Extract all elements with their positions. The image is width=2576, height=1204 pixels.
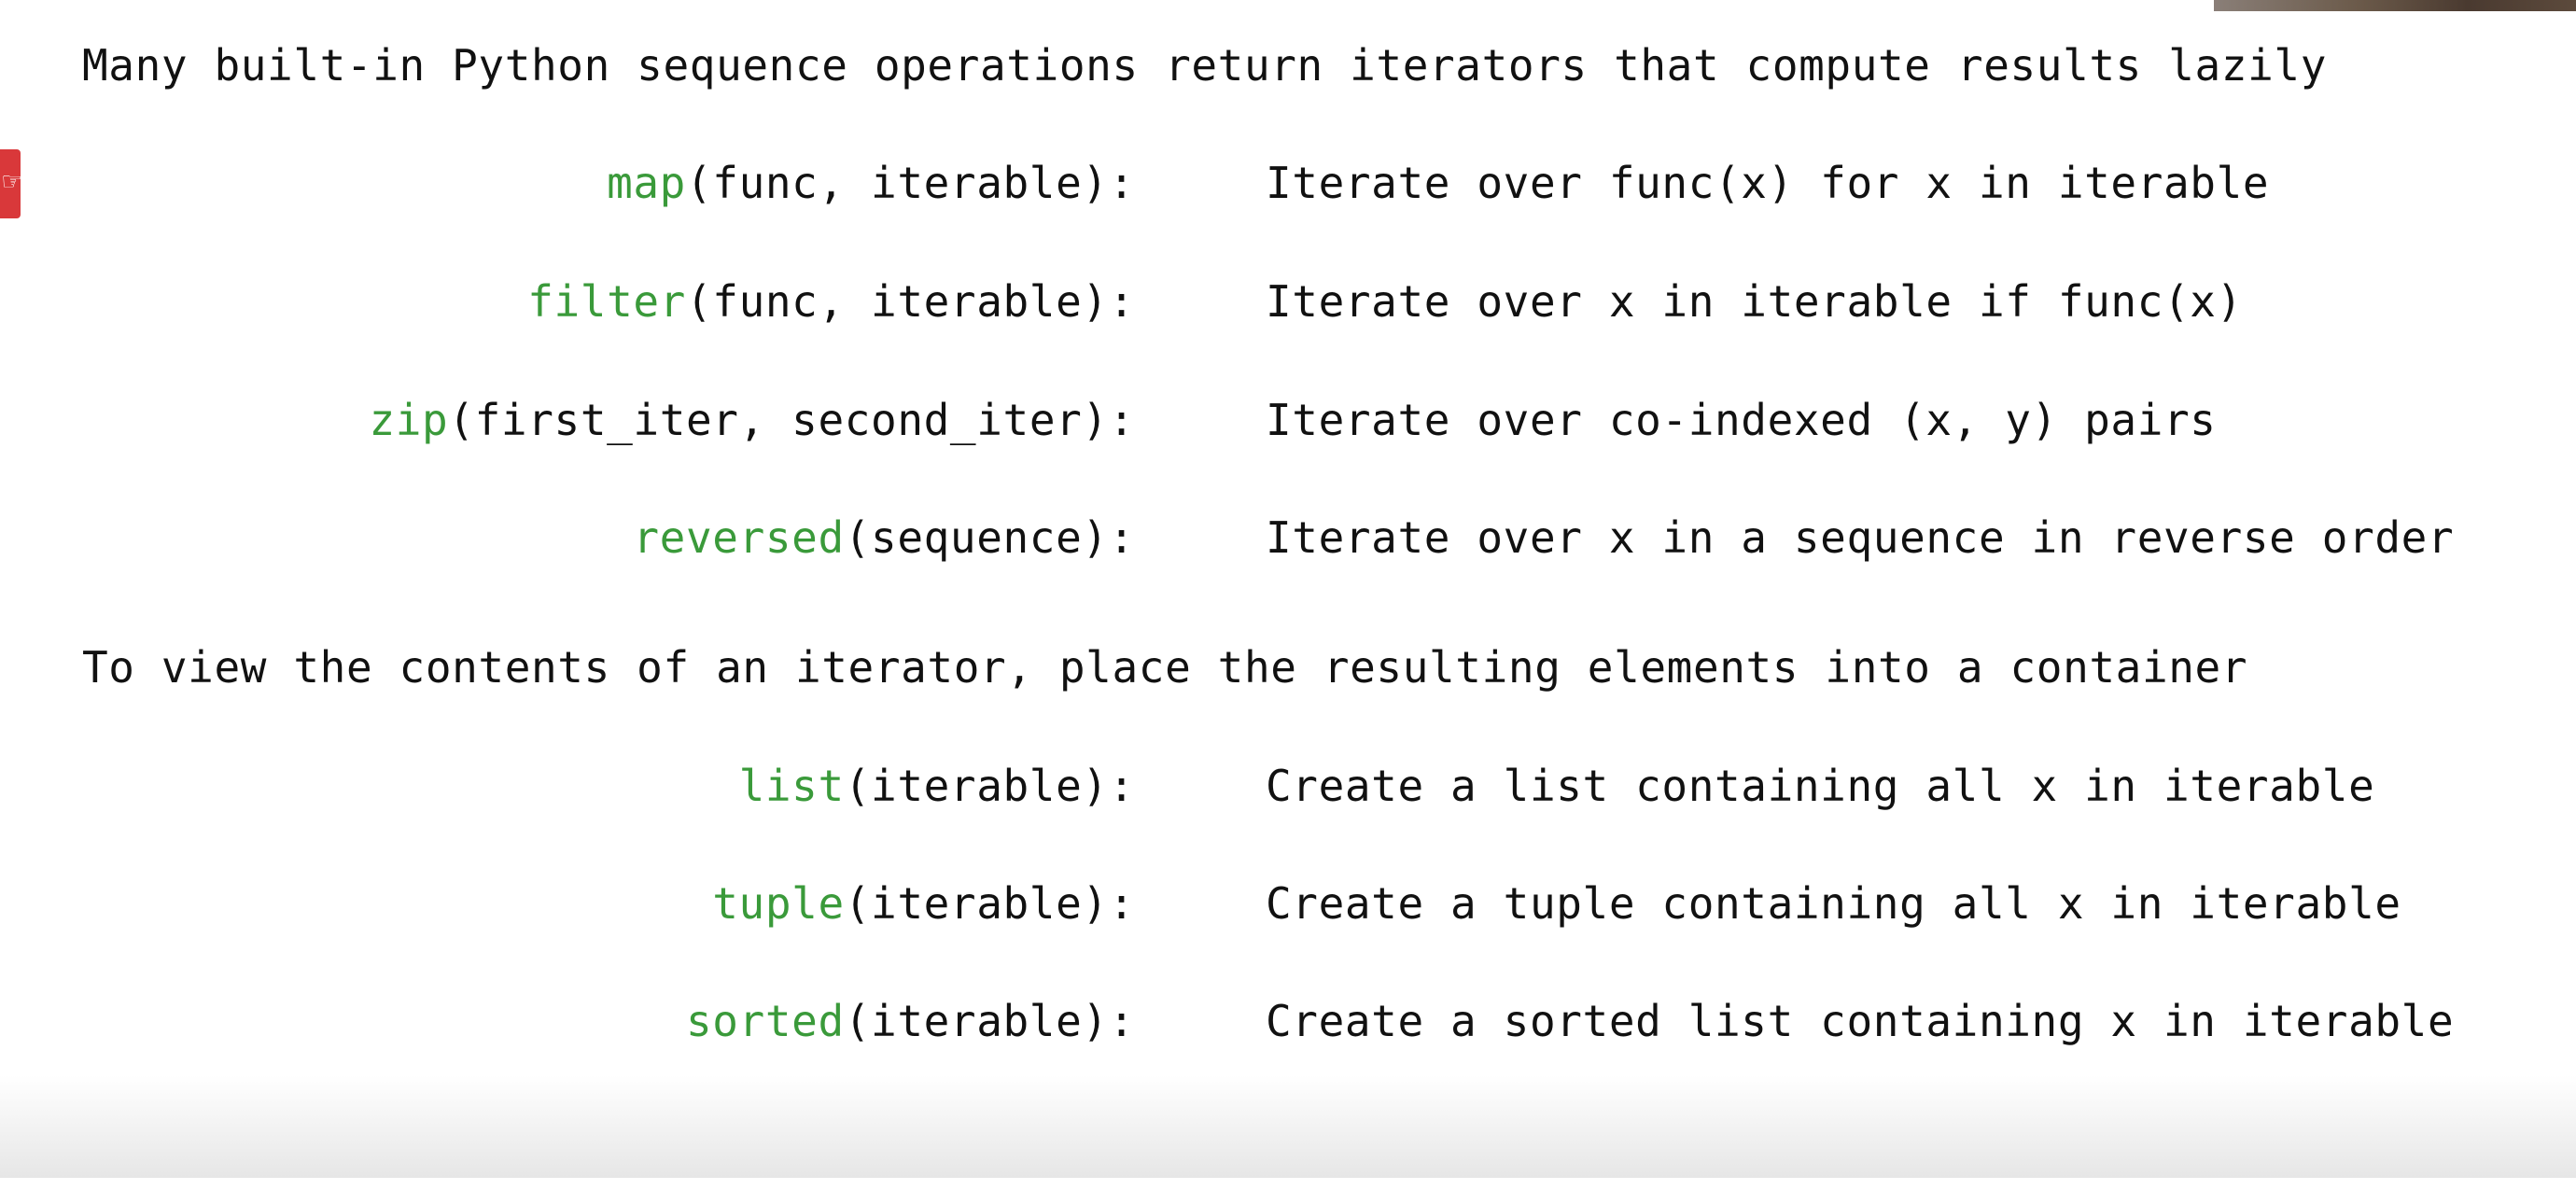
function-args: (iterable): (844, 878, 1135, 929)
op-row-list: list(iterable): Create a list containing… (0, 760, 2576, 812)
function-name: reversed (633, 512, 845, 563)
webcam-thumbnail (2214, 0, 2576, 11)
bottom-fade (0, 1075, 2576, 1178)
function-name: sorted (685, 996, 845, 1046)
op-signature: map(func, iterable): (607, 157, 1135, 209)
function-name: list (738, 761, 845, 811)
function-name: tuple (712, 878, 845, 929)
function-args: (first_iter, second_iter): (448, 395, 1135, 445)
function-args: (func, iterable): (685, 158, 1135, 208)
function-args: (iterable): (844, 996, 1135, 1046)
op-row-zip: zip(first_iter, second_iter): Iterate ov… (0, 394, 2576, 446)
function-name: filter (527, 276, 686, 327)
op-row-sorted: sorted(iterable): Create a sorted list c… (0, 995, 2576, 1047)
op-signature: zip(first_iter, second_iter): (369, 394, 1135, 446)
op-row-filter: filter(func, iterable): Iterate over x i… (0, 275, 2576, 328)
function-name: map (607, 158, 686, 208)
op-signature: reversed(sequence): (633, 511, 1135, 564)
op-description: Create a tuple containing all x in itera… (1266, 878, 2401, 929)
op-signature: sorted(iterable): (686, 995, 1135, 1047)
function-name: zip (369, 395, 449, 445)
op-description: Iterate over x in iterable if func(x) (1266, 276, 2243, 327)
op-row-reversed: reversed(sequence): Iterate over x in a … (0, 511, 2576, 564)
op-row-map: map(func, iterable): Iterate over func(x… (0, 157, 2576, 209)
function-args: (func, iterable): (685, 276, 1135, 327)
op-row-tuple: tuple(iterable): Create a tuple containi… (0, 877, 2576, 930)
op-signature: filter(func, iterable): (527, 275, 1135, 328)
slide: ☞ Many built-in Python sequence operatio… (0, 0, 2576, 1178)
op-description: Iterate over co-indexed (x, y) pairs (1266, 395, 2217, 445)
containers-heading: To view the contents of an iterator, pla… (82, 642, 2248, 693)
lazy-iterators-heading: Many built-in Python sequence operations… (82, 40, 2328, 91)
op-description: Iterate over x in a sequence in reverse … (1266, 512, 2455, 563)
op-signature: list(iterable): (739, 760, 1135, 812)
side-tab[interactable]: ☞ (0, 149, 22, 218)
op-description: Create a list containing all x in iterab… (1266, 761, 2375, 811)
function-args: (iterable): (844, 761, 1135, 811)
op-signature: tuple(iterable): (712, 877, 1135, 930)
function-args: (sequence): (844, 512, 1135, 563)
op-description: Iterate over func(x) for x in iterable (1266, 158, 2270, 208)
op-description: Create a sorted list containing x in ite… (1266, 996, 2455, 1046)
